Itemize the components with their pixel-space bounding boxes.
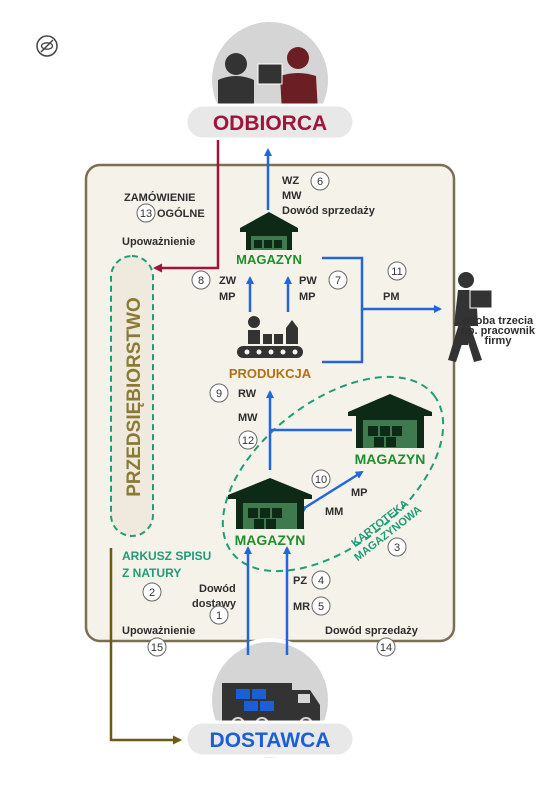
mp-right-label: MP — [299, 291, 316, 303]
number-badge: 3 — [387, 537, 407, 557]
sale-proof-bottom: Dowód sprzedaży — [325, 625, 419, 637]
svg-text:8: 8 — [198, 275, 204, 287]
number-badge: 2 — [142, 582, 162, 602]
number-badge: 15 — [147, 637, 167, 657]
conveyor-belt-icon — [237, 316, 303, 358]
pm-label: PM — [383, 291, 400, 303]
eye-off-icon[interactable] — [36, 35, 58, 57]
pz-label: PZ — [293, 575, 307, 587]
production-label: PRODUKCJA — [229, 366, 312, 381]
order-label-line2: OGÓLNE — [157, 207, 205, 220]
number-badge: 12 — [238, 430, 258, 450]
warehouse-main-icon — [240, 212, 298, 250]
warehouse-main-label: MAGAZYN — [236, 252, 302, 267]
mp-left-label: MP — [219, 291, 236, 303]
sale-proof-top-label: Dowód sprzedaży — [282, 205, 376, 217]
recipient-to-enterprise-arrow — [153, 140, 220, 273]
svg-text:15: 15 — [151, 642, 163, 654]
mm-double-arrow — [298, 470, 364, 514]
svg-text:3: 3 — [394, 542, 400, 554]
svg-text:5: 5 — [318, 601, 324, 613]
svg-text:9: 9 — [216, 388, 222, 400]
number-badge: 10 — [311, 469, 331, 489]
svg-text:13: 13 — [140, 208, 152, 220]
wz-label: WZ — [282, 175, 299, 187]
number-badge: 14 — [376, 637, 396, 657]
svg-text:12: 12 — [242, 435, 254, 447]
warehouse-lower-label: MAGAZYN — [235, 532, 306, 548]
recipient-label: ODBIORCA — [213, 112, 327, 135]
number-badge: 11 — [387, 261, 407, 281]
authorization-top: Upoważnienie — [122, 236, 195, 248]
enterprise-to-supplier-arrow — [109, 548, 182, 745]
warehouse-upper-icon — [348, 394, 432, 448]
number-badge: 5 — [311, 596, 331, 616]
number-badge: 9 — [209, 383, 229, 403]
warehouse-upper: MAGAZYN — [348, 394, 432, 467]
supplier-node: DOSTAWCA — [184, 638, 356, 762]
svg-text:7: 7 — [335, 275, 341, 287]
number-badge: 6 — [310, 171, 330, 191]
mm-label: MM — [325, 506, 343, 518]
authorization-bottom: Upoważnienie — [122, 625, 195, 637]
inventory-sheet-line1: ARKUSZ SPISU — [122, 549, 211, 563]
mp-diag-label: MP — [351, 487, 368, 499]
production-node: PRODUKCJA — [229, 316, 312, 381]
mw-top-label: MW — [282, 190, 302, 202]
svg-text:14: 14 — [380, 642, 392, 654]
production-to-third-party-line — [322, 309, 364, 364]
svg-text:2: 2 — [149, 587, 155, 599]
inventory-sheet-line2: Z NATURY — [122, 566, 181, 580]
recipient-node: ODBIORCA — [184, 18, 356, 142]
mr-label: MR — [293, 601, 310, 613]
svg-text:1: 1 — [216, 610, 222, 622]
third-party-line1: osoba trzecia — [463, 315, 534, 327]
zw-label: ZW — [219, 275, 237, 287]
enterprise-label: PRZEDSIĘBIORSTWO — [124, 297, 145, 497]
warehouse-main: MAGAZYN — [236, 212, 302, 267]
order-label-line1: ZAMÓWIENIE — [124, 191, 196, 204]
third-party-line3: firmy — [485, 335, 513, 347]
mw-mid-label: MW — [238, 412, 258, 424]
enterprise-node: PRZEDSIĘBIORSTWO — [110, 255, 154, 537]
person-carrying-box-icon — [448, 272, 493, 362]
number-badge: 1 — [209, 605, 229, 625]
svg-text:10: 10 — [315, 474, 327, 486]
supplier-label: DOSTAWCA — [210, 729, 331, 752]
number-badge: 13 — [136, 203, 156, 223]
warehouse-lower: MAGAZYN — [228, 478, 312, 548]
rw-label: RW — [238, 388, 257, 400]
svg-text:11: 11 — [391, 266, 402, 278]
pm-arrow — [322, 256, 442, 313]
warehouse-lower-icon — [228, 478, 312, 529]
svg-text:6: 6 — [317, 176, 323, 188]
warehouse-card-boundary — [221, 375, 445, 573]
svg-text:4: 4 — [318, 575, 324, 587]
number-badge: 7 — [328, 270, 348, 290]
warehouse-upper-label: MAGAZYN — [355, 451, 426, 467]
handover-people-icon — [218, 47, 318, 112]
number-badge: 4 — [311, 570, 331, 590]
number-badge: 8 — [191, 270, 211, 290]
third-party-node: osoba trzecia np. pracownik firmy — [448, 272, 536, 362]
delivery-proof-line1: Dowód — [199, 583, 236, 595]
third-party-line2: np. pracownik — [461, 325, 536, 337]
pw-label: PW — [299, 275, 317, 287]
delivery-proof-line2: dostawy — [192, 598, 237, 610]
